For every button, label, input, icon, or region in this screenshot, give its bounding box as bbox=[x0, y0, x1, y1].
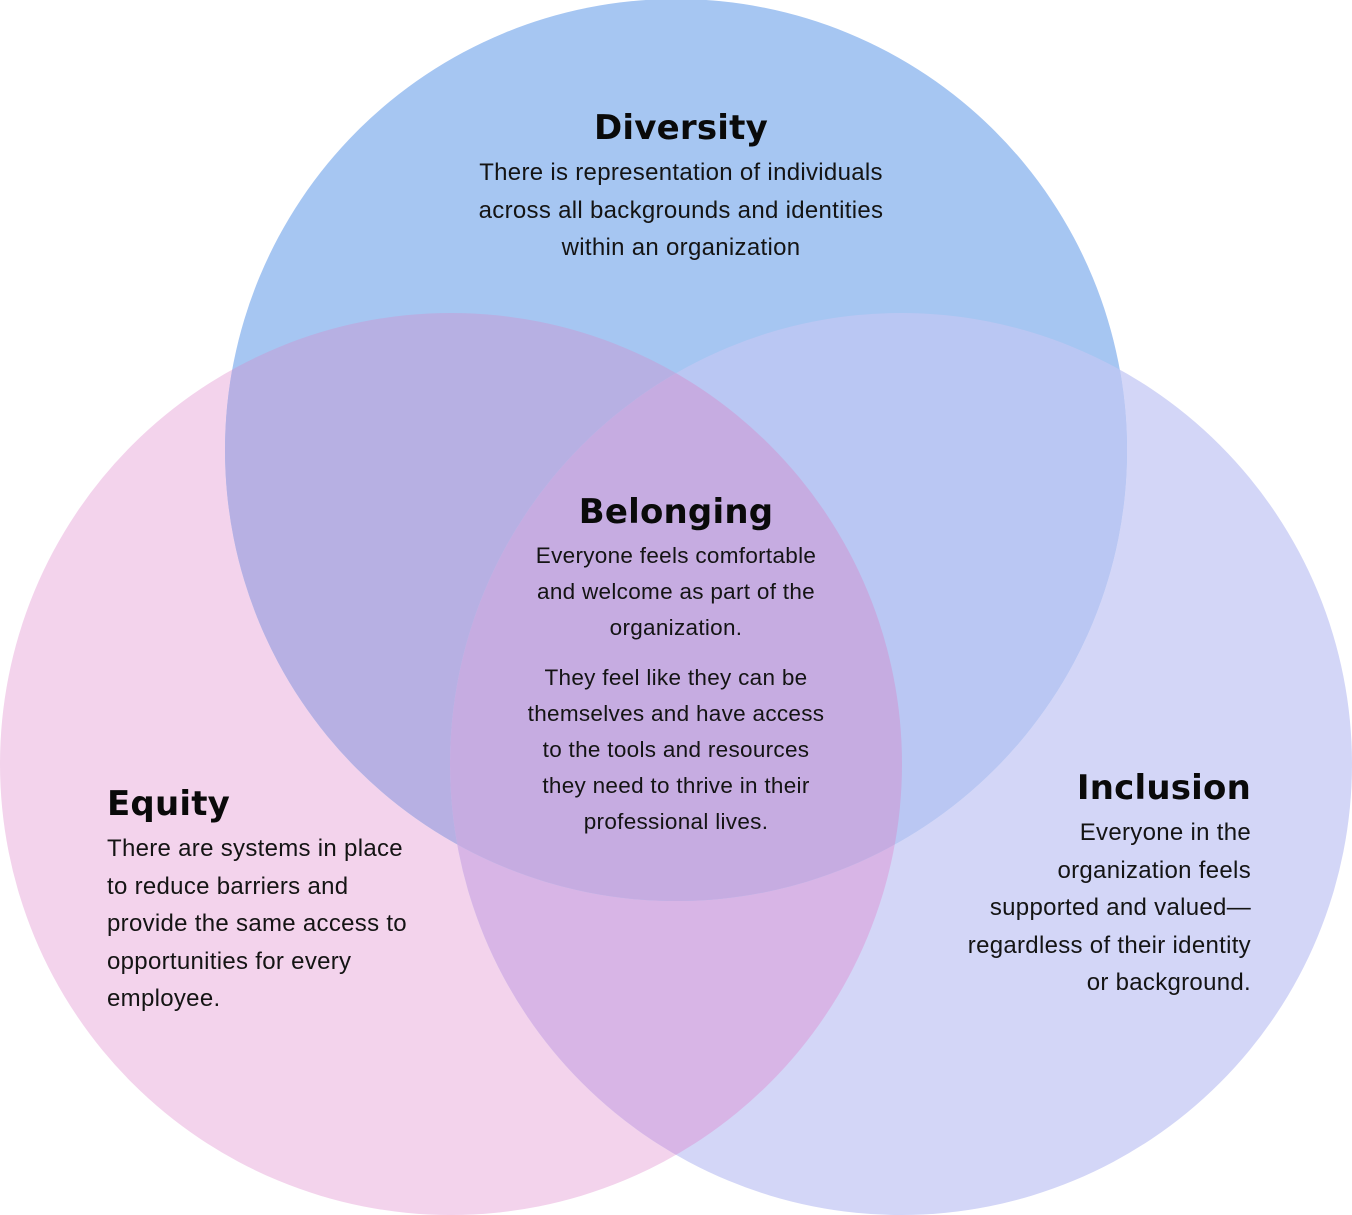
belonging-paragraph-1: Everyone feels comfortable and welcome a… bbox=[490, 538, 862, 646]
belonging-paragraph-2: They feel like they can be themselves an… bbox=[490, 660, 862, 840]
belonging-line: to the tools and resources bbox=[542, 737, 810, 762]
diversity-line: There is representation of individuals bbox=[479, 159, 883, 186]
equity-description: There are systems in place to reduce bar… bbox=[107, 830, 457, 1018]
equity-line: provide the same access to bbox=[107, 910, 407, 937]
belonging-line: organization. bbox=[609, 615, 743, 640]
belonging-label: Belonging Everyone feels comfortable and… bbox=[490, 492, 862, 840]
diversity-line: across all backgrounds and identities bbox=[478, 196, 884, 224]
inclusion-label: Inclusion Everyone in the organization f… bbox=[905, 768, 1251, 1002]
belonging-line: and welcome as part of the bbox=[537, 579, 815, 604]
diversity-description: There is representation of individuals a… bbox=[430, 154, 932, 267]
inclusion-line: or background. bbox=[1086, 969, 1251, 996]
inclusion-title: Inclusion bbox=[1076, 768, 1251, 808]
equity-line: There are systems in place bbox=[107, 835, 403, 862]
equity-line: employee. bbox=[107, 985, 221, 1012]
equity-label: Equity There are systems in place to red… bbox=[107, 784, 457, 1018]
diversity-title: Diversity bbox=[594, 108, 768, 148]
inclusion-line: Everyone in the bbox=[1079, 819, 1251, 846]
belonging-title: Belonging bbox=[578, 492, 774, 532]
equity-title: Equity bbox=[107, 784, 231, 824]
belonging-line: They feel like they can be bbox=[544, 665, 808, 690]
equity-line: to reduce barriers and bbox=[107, 872, 349, 900]
belonging-line: professional lives. bbox=[583, 809, 769, 834]
diversity-label: Diversity There is representation of ind… bbox=[430, 108, 932, 267]
belonging-line: themselves and have access bbox=[527, 701, 825, 726]
belonging-line: Everyone feels comfortable bbox=[535, 543, 817, 568]
inclusion-line: organization feels bbox=[1057, 856, 1251, 884]
diversity-line: within an organization bbox=[561, 234, 801, 261]
inclusion-line: supported and valued— bbox=[989, 894, 1251, 921]
inclusion-description: Everyone in the organization feels suppo… bbox=[905, 814, 1251, 1002]
inclusion-line: regardless of their identity bbox=[967, 931, 1251, 959]
equity-line: opportunities for every bbox=[107, 947, 352, 975]
belonging-line: they need to thrive in their bbox=[542, 773, 810, 798]
